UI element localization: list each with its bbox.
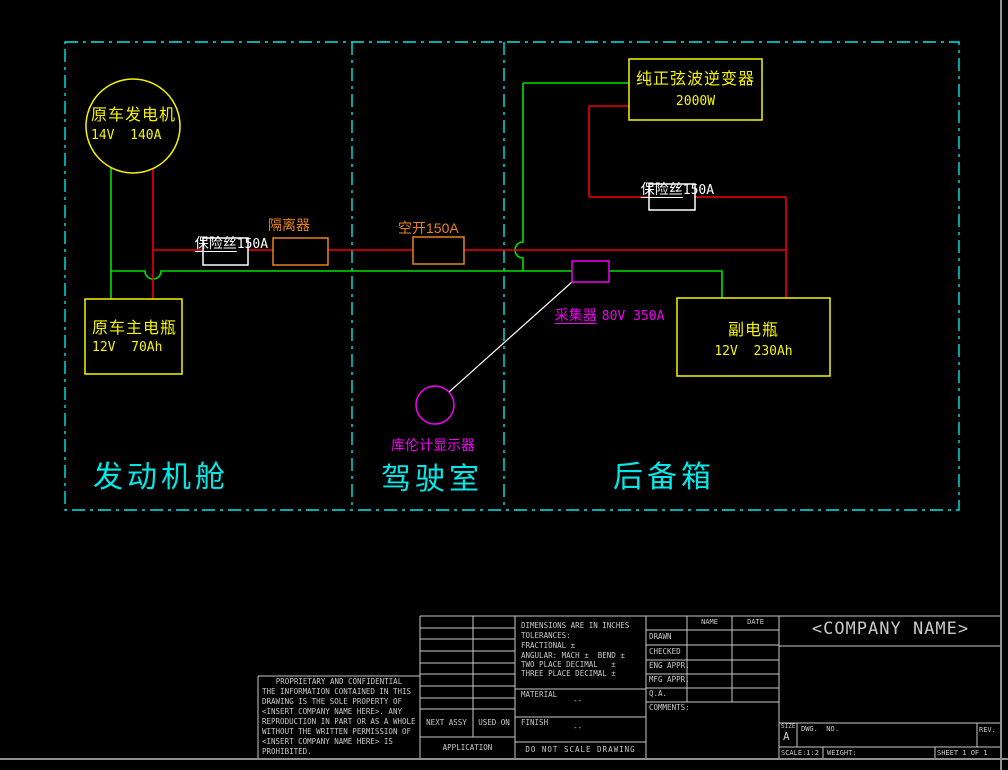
red-wires — [152, 105, 787, 299]
tolerance-line-6: THREE PLACE DECIMAL ± — [521, 669, 616, 678]
orange-components — [272, 236, 465, 266]
size-value: A — [783, 730, 790, 743]
used-on-header: USED ON — [478, 718, 510, 727]
breaker-box — [412, 236, 465, 265]
tolerance-line-4: ANGULAR: MACH ± BEND ± — [521, 651, 625, 660]
proprietary-line-5: REPRODUCTION IN PART OR AS A WHOLE — [262, 717, 416, 726]
row-label-comments: COMMENTS: — [649, 703, 690, 712]
main-battery-label: 原车主电瓶 — [92, 320, 178, 337]
application-header: APPLICATION — [442, 743, 493, 752]
fuse-left-name: 保险丝 — [194, 235, 237, 252]
company-name: <COMPANY NAME> — [811, 619, 970, 639]
tolerance-line-3: FRACTIONAL ± — [521, 641, 576, 650]
row-label-eng-appr: ENG APPR. — [649, 661, 690, 670]
fuse-left-label: 保险丝150A — [177, 217, 268, 272]
tolerance-line-2: TOLERANCES: — [521, 631, 571, 640]
tolerance-line-5: TWO PLACE DECIMAL ± — [521, 660, 616, 669]
proprietary-line-7: <INSERT COMPANY NAME HERE> IS — [262, 737, 393, 746]
magenta-components — [415, 260, 610, 425]
size-label: SIZE — [781, 723, 796, 730]
dwg-no-label: DWG. NO. — [801, 725, 839, 733]
fuse-right-box — [648, 183, 696, 211]
proprietary-line-3: DRAWING IS THE SOLE PROPERTY OF — [262, 697, 402, 706]
collector-name: 采集器 — [554, 307, 597, 324]
inverter-label: 纯正弦波逆变器 — [635, 71, 755, 88]
white-components — [202, 183, 696, 266]
zone-label-cab: 驾驶室 — [381, 463, 483, 496]
zone-label-engine-bay: 发动机舱 — [93, 461, 229, 494]
collector-rating: 80V 350A — [601, 309, 665, 325]
do-not-scale-note: DO NOT SCALE DRAWING — [525, 745, 636, 754]
proprietary-line-4: <INSERT COMPANY NAME HERE>. ANY — [262, 707, 402, 716]
zone-boundary-lines — [64, 41, 960, 511]
weight-label: WEIGHT: — [827, 749, 857, 757]
breaker-label: 空开150A — [398, 220, 459, 236]
material-value: -- — [573, 696, 583, 705]
row-label-checked: CHECKED — [649, 647, 681, 656]
fuse-left-rating: 150A — [236, 237, 269, 253]
row-label-mfg-appr: MFG APPR. — [649, 675, 690, 684]
scale-value: SCALE:1:2 — [781, 749, 819, 757]
isolator-label: 隔离器 — [268, 217, 310, 233]
coulomb-display-label: 库伦计显示器 — [391, 437, 475, 453]
fuse-right-rating: 150A — [682, 183, 715, 199]
rev-label: REV. — [979, 726, 996, 734]
zone-label-trunk: 后备箱 — [613, 461, 715, 494]
aux-battery-label: 副电瓶 — [727, 322, 779, 339]
generator-spec: 14V 140A — [91, 128, 162, 143]
name-column-header: NAME — [701, 618, 718, 626]
finish-label: FINISH — [521, 718, 549, 727]
proprietary-line-6: WITHOUT THE WRITTEN PERMISSION OF — [262, 727, 412, 736]
row-label-drawn: DRAWN — [649, 632, 672, 641]
finish-value: -- — [573, 723, 583, 732]
next-assy-header: NEXT ASSY — [426, 718, 467, 727]
row-label-qa: Q.A. — [649, 689, 668, 698]
sheet-info: SHEET 1 OF 1 — [937, 749, 988, 757]
title-block-grid — [257, 615, 1002, 759]
inverter-spec: 2000W — [675, 94, 716, 109]
fuse-left-box — [202, 237, 249, 266]
proprietary-line-2: THE INFORMATION CONTAINED IN THIS — [262, 687, 412, 696]
fuse-right-label: 保险丝150A — [623, 163, 714, 218]
collector-box — [571, 260, 610, 283]
yellow-components — [84, 58, 831, 377]
material-label: MATERIAL — [521, 690, 558, 699]
coulomb-display-symbol — [415, 385, 455, 425]
main-battery-spec: 12V 70Ah — [92, 340, 163, 355]
date-column-header: DATE — [747, 618, 764, 626]
fuse-right-name: 保险丝 — [640, 181, 683, 198]
generator-label: 原车发电机 — [91, 107, 177, 124]
tolerance-line-1: DIMENSIONS ARE IN INCHES — [521, 621, 630, 630]
generator-symbol — [85, 78, 181, 174]
aux-battery-box — [676, 297, 831, 377]
inverter-box — [628, 58, 763, 121]
collector-to-display-line — [448, 281, 573, 393]
isolator-box — [272, 237, 329, 266]
main-battery-box — [84, 298, 183, 375]
proprietary-line-8: PROHIBITED. — [262, 747, 312, 756]
aux-battery-spec: 12V 230Ah — [714, 344, 793, 359]
proprietary-line-1: PROPRIETARY AND CONFIDENTIAL — [275, 677, 403, 686]
green-wires — [110, 82, 723, 299]
